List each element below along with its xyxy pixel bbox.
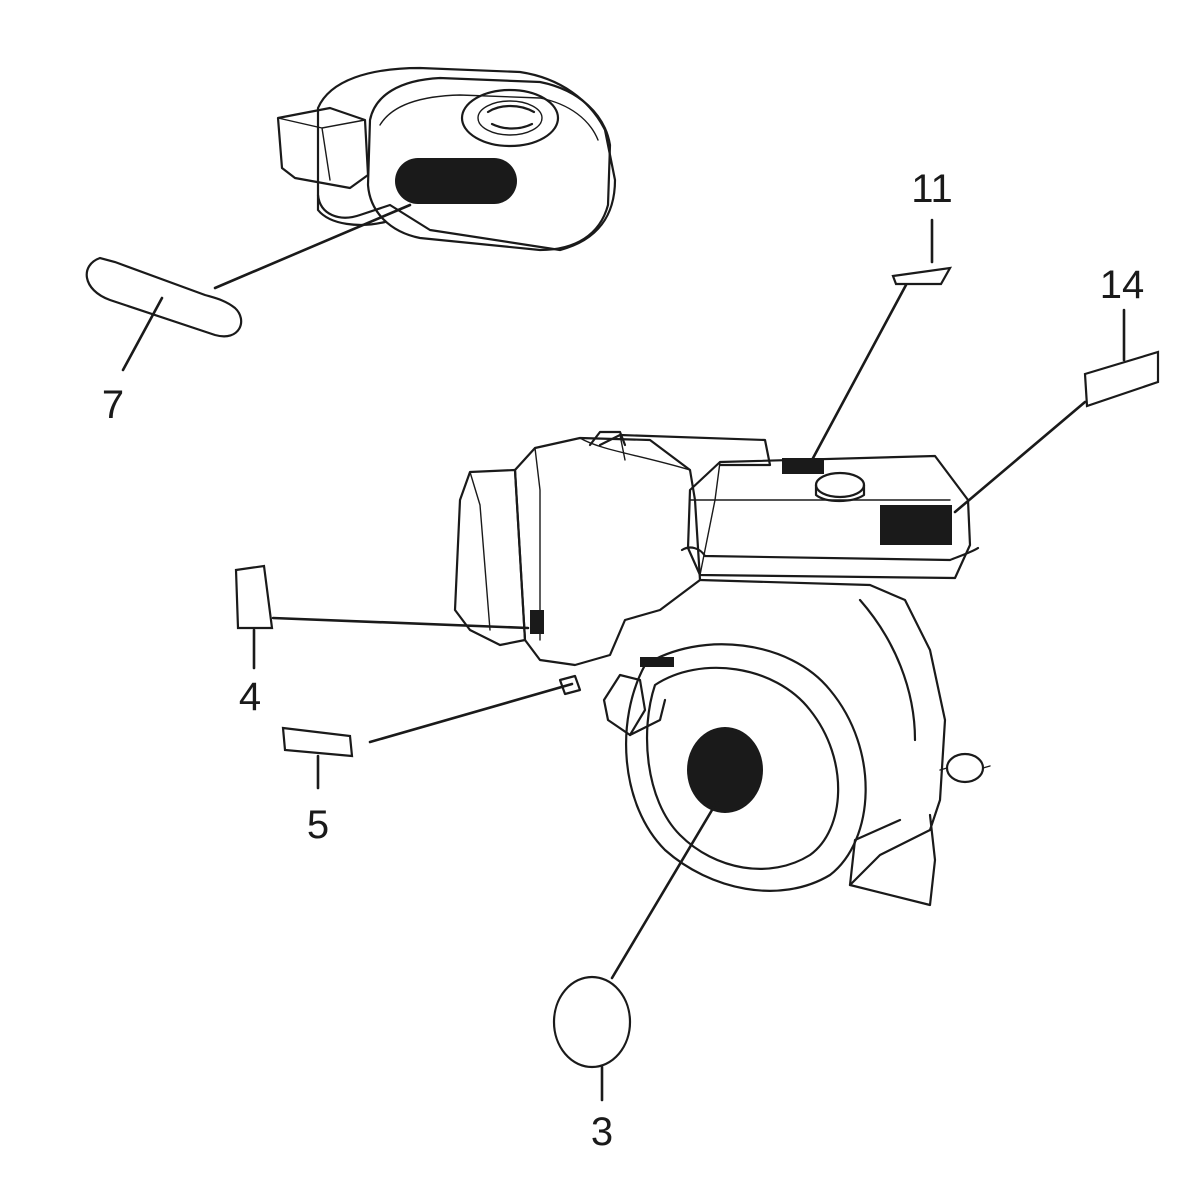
callout-labels: 7 11 14 4 5 3 xyxy=(102,167,1144,1154)
tank-label-slot xyxy=(880,505,952,545)
decal-7 xyxy=(85,256,243,338)
callout-4: 4 xyxy=(239,675,261,719)
callout-5: 5 xyxy=(307,803,329,847)
leader-lines xyxy=(121,203,1126,1102)
air-cleaner-assembly xyxy=(276,66,617,252)
decal-11 xyxy=(891,266,953,286)
shroud-label-slot xyxy=(530,610,544,634)
starter-center-decal-slot xyxy=(687,727,763,813)
callout-7: 7 xyxy=(102,383,124,427)
decal-5 xyxy=(281,726,354,758)
callout-11: 11 xyxy=(911,167,953,211)
engine-body xyxy=(453,430,991,907)
decal-3 xyxy=(552,975,632,1069)
decal-4 xyxy=(234,564,274,630)
callout-14: 14 xyxy=(1100,263,1145,307)
decal-14 xyxy=(1083,350,1160,408)
tank-top-label-slot xyxy=(782,458,824,474)
choke-label-slot xyxy=(640,657,674,667)
callout-3: 3 xyxy=(591,1110,613,1154)
air-cleaner-label-slot xyxy=(395,158,517,204)
